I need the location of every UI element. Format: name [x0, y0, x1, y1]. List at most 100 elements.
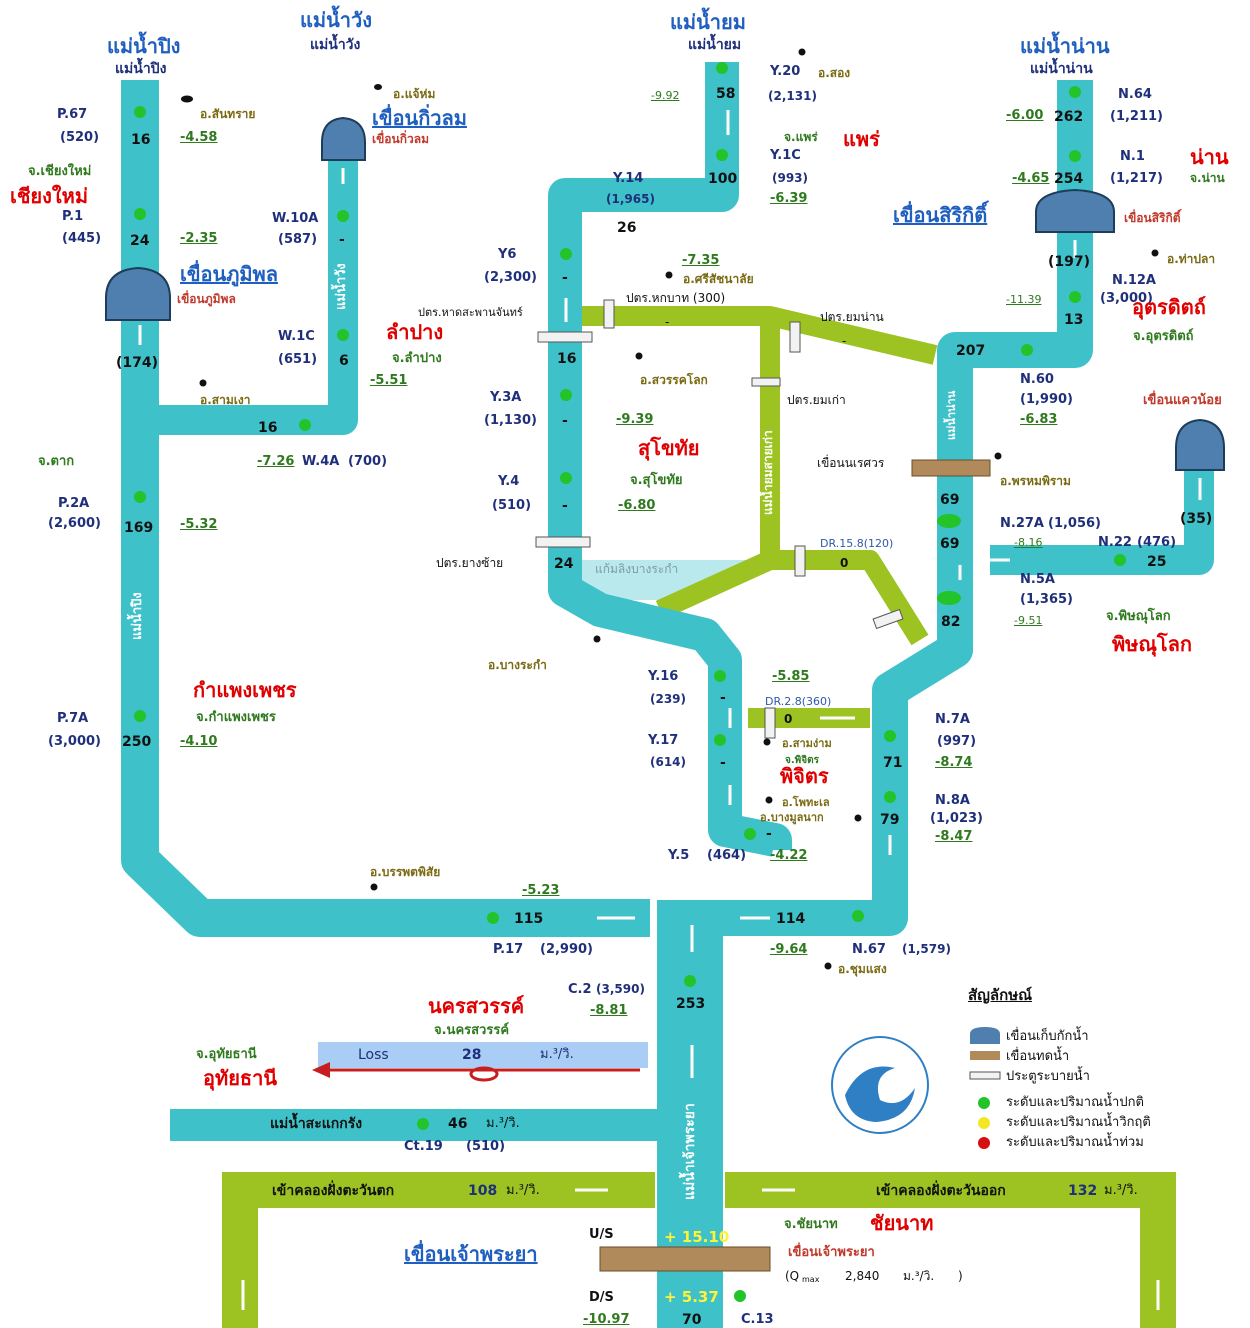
station-N8A-flow: 79: [880, 812, 900, 828]
gate-dr158-end: [872, 608, 904, 630]
district-dots: [181, 48, 1159, 970]
district-2: อ.สอง: [818, 66, 851, 80]
gate-hatsaphan: [537, 331, 593, 343]
qmax-value: 2,840: [845, 1269, 880, 1283]
qmax-close: ): [958, 1269, 963, 1283]
station-Y1C-flow: 100: [708, 171, 738, 187]
us-label: U/S: [589, 1227, 614, 1242]
station-P17-flow: 115: [514, 911, 544, 927]
station-W4A-cap: (700): [348, 454, 388, 469]
dr158-label: DR.15.8(120): [820, 537, 894, 550]
station-W4A-diff: -7.26: [257, 454, 295, 469]
khwaenoi-dam-shape: [1175, 418, 1225, 471]
diversion-dams: [599, 459, 991, 1272]
station-Y14-id: Y.14: [613, 171, 644, 186]
station-Y3A-id: Y.3A: [490, 390, 522, 405]
station-N12A-cap: (3,000): [1100, 291, 1154, 306]
station-N60-id: N.60: [1020, 372, 1054, 387]
province-sukhothai-small: จ.สุโขทัย: [630, 473, 683, 488]
province-uttaradit: อุตรดิตถ์: [1132, 295, 1206, 319]
station-Y3A-cap: (1,130): [484, 413, 538, 428]
dr158-canal: [770, 550, 929, 646]
station-C2-id: C.2: [568, 982, 592, 997]
province-nan-small: จ.น่าน: [1190, 171, 1225, 185]
qmax-open: (Q: [785, 1269, 800, 1283]
naresuan-weir: [911, 459, 991, 477]
station-N7A-diff: -8.74: [935, 755, 973, 770]
east-canal-unit: ม.³/วิ.: [1104, 1183, 1138, 1198]
station-Y3A-flow: -: [562, 413, 568, 429]
yom-title: แม่น้ำยม: [670, 10, 746, 34]
station-N67-cap: (1,579): [902, 942, 951, 956]
station-P17-cap: (2,990): [540, 942, 594, 957]
bhumibol-label: เขื่อนภูมิพล: [177, 292, 236, 306]
station-P67-diff: -4.58: [180, 130, 218, 145]
station-Y5-cap: (464): [707, 848, 747, 863]
station-Y1C-id: Y.1C: [770, 148, 801, 163]
station-Y4-flow: -: [562, 498, 568, 514]
station-N64-cap: (1,211): [1110, 109, 1164, 124]
station-N8A-diff: -8.47: [935, 829, 973, 844]
province-phitsanulok-small: จ.พิษณุโลก: [1106, 609, 1171, 624]
district-8: อ.บางระกำ: [488, 658, 547, 672]
station-N60-cap: (1,990): [1020, 392, 1074, 407]
station-N7A-flow: 71: [883, 755, 903, 771]
station-N27A-id: N.27A: [1000, 516, 1044, 531]
station-N22-cap: (476): [1137, 535, 1177, 550]
gate-yomnan: [789, 321, 801, 353]
ds-label: D/S: [589, 1290, 614, 1305]
loss-marker: [469, 1066, 499, 1082]
station-N67-diff: -9.64: [770, 942, 808, 957]
station-Y17-cap: (614): [650, 755, 687, 769]
gate-hokbat: [603, 299, 615, 329]
loss-label: Loss: [358, 1047, 389, 1063]
station-N7A-id: N.7A: [935, 712, 970, 727]
station-N22-flow: 25: [1147, 554, 1167, 570]
khwaenoi-flow: (35): [1180, 511, 1213, 527]
station-Y6-id: Y6: [498, 247, 517, 262]
district-5: อ.สามเงา: [200, 393, 251, 407]
district-10: อ.โพทะเล: [782, 796, 830, 809]
kiwlom-label: เขื่อนกิ่วลม: [372, 132, 429, 146]
station-W10A-cap: (587): [278, 232, 318, 247]
station-Y17-flow: -: [720, 755, 726, 771]
station-P7A-cap: (3,000): [48, 734, 102, 749]
district-11: อ.บางมูลนาก: [760, 811, 824, 824]
district-6: อ.ท่าปลา: [1167, 252, 1216, 266]
station-dots: [134, 62, 1126, 1302]
province-kamphaeng: กำแพงเพชร: [193, 678, 297, 702]
station-P7A-diff: -4.10: [180, 734, 218, 749]
wang-river: [140, 150, 358, 435]
loss-unit: ม.³/วิ.: [540, 1047, 574, 1062]
station-C2-flow: 253: [676, 996, 706, 1012]
sakae-unit: ม.³/วิ.: [486, 1116, 520, 1131]
station-Y16-cap: (239): [650, 692, 687, 706]
station-N1-flow: 254: [1054, 171, 1084, 187]
district-4: อ.สวรรคโลก: [640, 373, 708, 387]
station-N64-diff: -6.00: [1006, 108, 1044, 123]
station-P2A-cap: (2,600): [48, 516, 102, 531]
ping-title: แม่น้ำปิง: [107, 34, 181, 58]
legend-icons: [969, 1027, 1001, 1149]
district-3: อ.ศรีสัชนาลัย: [683, 272, 754, 286]
station-P7A-id: P.7A: [57, 711, 89, 726]
station-Y6-cap: (2,300): [484, 270, 538, 285]
naresuan-label: เขื่อนนเรศวร: [817, 456, 885, 470]
station-Y1C-diff: -6.39: [770, 191, 808, 206]
station-N60-flow: 207: [956, 343, 986, 359]
sakae-value: 46: [448, 1116, 468, 1132]
dr158-flow: 0: [840, 556, 849, 570]
province-phichit: พิจิตร: [780, 764, 829, 788]
province-lampang: ลำปาง: [386, 320, 444, 344]
east-canal-value: 132: [1068, 1183, 1098, 1199]
yom-bottom-flow: 24: [554, 556, 574, 572]
station-W1C-id: W.1C: [278, 329, 315, 344]
station-P67-flow: 16: [131, 132, 151, 148]
east-canal-label: เข้าคลองฝั่งตะวันออก: [876, 1183, 1006, 1199]
station-W4A-id: W.4A: [302, 454, 340, 469]
province-sukhothai: สุโขทัย: [638, 436, 700, 460]
station-P17-id: P.17: [493, 942, 524, 957]
province-chiangmai: เชียงใหม่: [10, 184, 89, 208]
station-P2A-flow: 169: [124, 520, 154, 536]
district-0: อ.สันทราย: [200, 107, 256, 121]
